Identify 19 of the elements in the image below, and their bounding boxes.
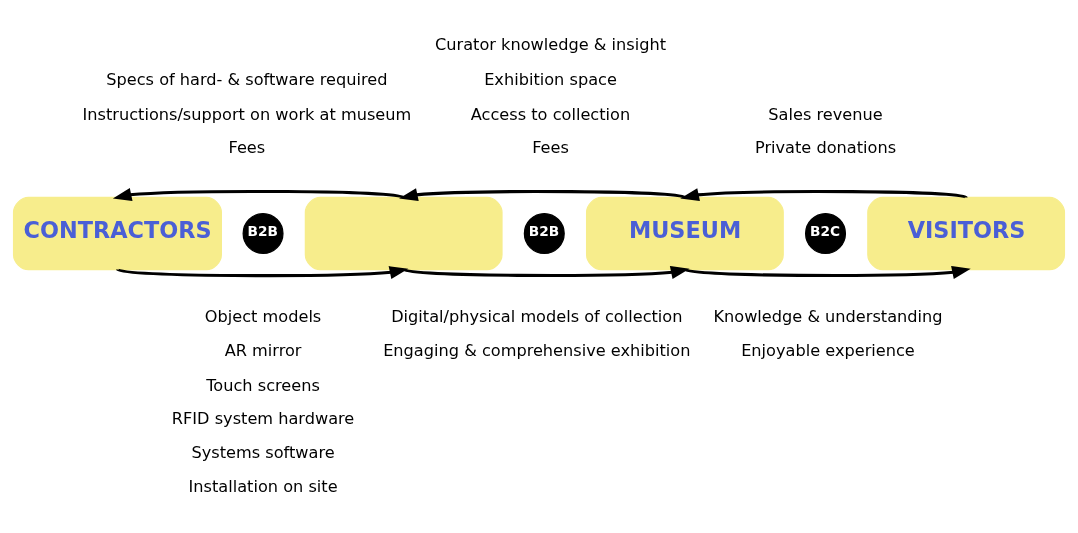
label: Installation on site (188, 476, 338, 496)
label: Systems software (191, 443, 335, 463)
label: Enjoyable experience (741, 340, 915, 360)
label: Private donations (754, 138, 897, 158)
label: Knowledge & understanding (713, 307, 943, 327)
label: Access to collection (470, 104, 631, 124)
label: Object models (204, 307, 322, 327)
label: Curator knowledge & insight (435, 34, 666, 54)
label: Fees (532, 138, 569, 158)
label: Instructions/support on work at museum (82, 104, 412, 124)
label: Fees (228, 138, 266, 158)
label: Specs of hard- & software required (106, 69, 388, 89)
label: Engaging & comprehensive exhibition (383, 340, 691, 360)
label: AR mirror (224, 340, 302, 360)
label: Digital/physical models of collection (391, 307, 683, 327)
label: Sales revenue (768, 104, 883, 124)
label: Touch screens (206, 375, 320, 395)
label: Exhibition space (484, 69, 617, 89)
label: RFID system hardware (171, 409, 355, 429)
